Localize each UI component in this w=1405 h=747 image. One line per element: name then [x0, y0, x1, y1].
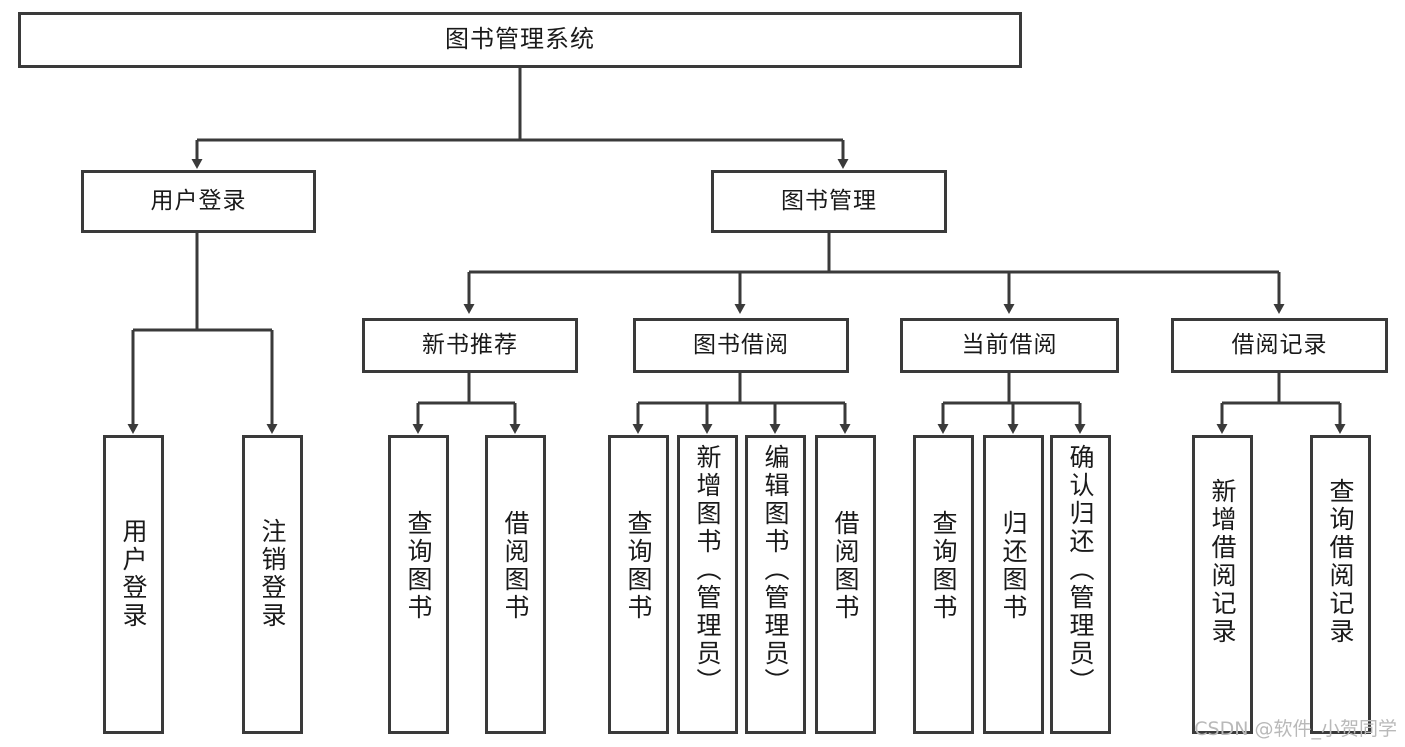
node-label: 借阅图书	[831, 510, 860, 622]
node-label: 归还图书	[999, 510, 1028, 622]
leaf-query-book-borrow[interactable]: 查询图书	[608, 435, 669, 734]
leaf-add-borrow-record[interactable]: 新增借阅记录	[1192, 435, 1253, 734]
leaf-query-book-recommend[interactable]: 查询图书	[388, 435, 449, 734]
node-label: 图书借阅	[693, 332, 789, 359]
node-book-borrow[interactable]: 图书借阅	[633, 318, 849, 373]
node-book-manage[interactable]: 图书管理	[711, 170, 947, 233]
leaf-query-borrow-record[interactable]: 查询借阅记录	[1310, 435, 1371, 734]
node-label: 图书管理系统	[445, 25, 595, 54]
node-label: 编辑图书（管理员）	[761, 444, 790, 696]
node-label: 借阅图书	[501, 510, 530, 622]
node-label: 注销登录	[258, 518, 287, 630]
node-label: 当前借阅	[961, 332, 1058, 359]
node-label: 用户登录	[119, 518, 148, 630]
leaf-borrow-book[interactable]: 借阅图书	[815, 435, 876, 734]
leaf-confirm-return-admin[interactable]: 确认归还（管理员）	[1050, 435, 1111, 734]
node-user-login[interactable]: 用户登录	[81, 170, 316, 233]
node-label: 确认归还（管理员）	[1066, 444, 1095, 696]
leaf-logout-login[interactable]: 注销登录	[242, 435, 303, 734]
leaf-query-book-current[interactable]: 查询图书	[913, 435, 974, 734]
node-label: 查询图书	[624, 510, 653, 622]
node-label: 用户登录	[150, 188, 247, 215]
leaf-user-login[interactable]: 用户登录	[103, 435, 164, 734]
leaf-borrow-book-recommend[interactable]: 借阅图书	[485, 435, 546, 734]
leaf-edit-book-admin[interactable]: 编辑图书（管理员）	[745, 435, 806, 734]
csdn-watermark: CSDN @软件_小贺同学	[1194, 718, 1397, 740]
node-root-book-management-system[interactable]: 图书管理系统	[18, 12, 1022, 68]
node-label: 查询借阅记录	[1326, 478, 1355, 646]
node-label: 新增图书（管理员）	[693, 444, 722, 696]
node-label: 图书管理	[781, 188, 877, 215]
node-new-book-recommend[interactable]: 新书推荐	[362, 318, 578, 373]
node-label: 新增借阅记录	[1208, 478, 1237, 646]
node-label: 新书推荐	[422, 332, 518, 359]
leaf-return-book[interactable]: 归还图书	[983, 435, 1044, 734]
node-label: 查询图书	[404, 510, 433, 622]
node-label: 借阅记录	[1231, 332, 1328, 359]
node-borrow-record[interactable]: 借阅记录	[1171, 318, 1388, 373]
node-label: 查询图书	[929, 510, 958, 622]
node-current-borrow[interactable]: 当前借阅	[900, 318, 1119, 373]
leaf-add-book-admin[interactable]: 新增图书（管理员）	[677, 435, 738, 734]
